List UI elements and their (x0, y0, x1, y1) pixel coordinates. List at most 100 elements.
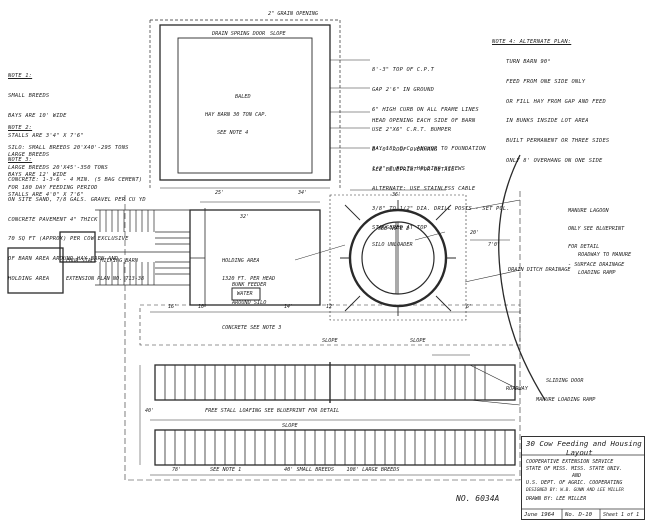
spec-line: Use 2"x6" C.R.T. Bumper (372, 126, 452, 133)
parlor-line: Four Stall Milking Barn (66, 258, 138, 264)
slope-label-bottom: Slope (282, 423, 298, 429)
spec-line: Gap 2'6" In Ground (372, 86, 435, 93)
dim-36: 36' (392, 192, 402, 198)
roadway-lagoon-line: Roadway To Manure (578, 252, 632, 258)
note-1-line: Bays Are 12' Wide (8, 172, 67, 179)
note-1-line: Stalls Are 3'4" X 7'6" (8, 132, 84, 139)
roadway-label: Roadway (506, 386, 528, 392)
note-4-line: Or Fill Hay From Gap And Feed (506, 98, 606, 105)
dim-16: 16' (168, 304, 178, 310)
silo-radial-marks (340, 200, 456, 316)
note-1-line: Small Breeds (8, 92, 50, 99)
note-1-line: Stalls Are 4'0" X 7'6" (8, 191, 84, 198)
designed-by: Designed By: W.B. Gunn and Lee Miller (526, 488, 624, 493)
concrete-note-label: Concrete See Note 3 (222, 325, 282, 331)
note-3-heading: Note 3: (8, 157, 33, 164)
note-4-line: Turn Barn 90° (506, 58, 551, 65)
bunk-feeder-line: Around Silo (232, 300, 267, 306)
dimension-lines (139, 59, 520, 476)
lot-boundary (124, 190, 521, 481)
title-block: 30 Cow Feeding and Housing Layout Cooper… (521, 436, 645, 520)
note-2-line: For 180 Day Feeding Period (8, 184, 98, 191)
org-line-2: State of Miss. Miss. State Univ. (526, 466, 623, 472)
spec-line: 8'-3" Top Of C.P.T (372, 67, 435, 74)
see-note-2-label: See Note 2 (378, 226, 410, 232)
note-1: Note 1: Small Breeds Bays Are 10' Wide S… (8, 60, 84, 205)
see-note-1-label: See Note 1 (210, 467, 242, 473)
parlor-label: Four Stall Milking Barn Extension Plan N… (66, 246, 144, 288)
free-stall-dividers (164, 362, 506, 465)
org-line-4: U.S. Dept. of Agric. Cooperating (526, 480, 623, 486)
slope-label-top: Slope (270, 31, 286, 37)
baled-hay-line: Baled (235, 94, 251, 100)
dim-20: 20' (470, 230, 480, 236)
spec-line: Bay 18" O.C. Anchor To Foundation (372, 146, 486, 153)
milking-barn-outline (59, 231, 96, 263)
milk-room (7, 247, 64, 294)
note-4: Note 4: Alternate Plan: Turn Barn 90° Fe… (492, 26, 609, 171)
roadway-lagoon-label: Roadway To Manure Loading Ramp (578, 240, 631, 282)
barn-specifications: 8'-3" Top Of C.P.T Gap 2'6" In Ground 6"… (372, 54, 510, 239)
slope-label-mid: Slope (322, 338, 338, 344)
dim-14: 14' (284, 304, 294, 310)
hay-barn-inner (177, 37, 313, 174)
parlor-stalls (99, 210, 190, 285)
silo-unloader-label: Silo Unloader (372, 242, 413, 248)
manure-ramp-label: Manure Loading Ramp (536, 397, 596, 403)
note-2-heading: Note 2: (8, 125, 33, 132)
org-line-3: And (572, 473, 582, 479)
grain-opening-label: 2" Grain Opening (268, 11, 318, 17)
holding-area-line: Holding Area (222, 258, 260, 264)
manure-lagoon-line: - Surface Drainage (568, 262, 625, 268)
holding-area-label: Holding Area 1320 Ft. Per Head (222, 246, 275, 288)
spec-line: 6" High Curb On All Frame Lines (372, 106, 479, 113)
note-3-line: Holding Area (8, 275, 50, 282)
spec-line: 1/2" Ø Bolts Holding Screws (372, 166, 466, 173)
drawing-number: No. 6034A (456, 494, 500, 503)
slope-label-right: Slope (410, 338, 426, 344)
note-3-line: Of Barn Area Around Hay Barn And (8, 256, 119, 263)
silo-area-frame (329, 194, 467, 321)
note-4-heading: Note 4: Alternate Plan: (492, 39, 572, 46)
dim-78: 78' (172, 467, 182, 473)
note-1-heading: Note 1: (8, 73, 33, 80)
dim-10: 10' (198, 304, 208, 310)
roadway-lagoon-line: Loading Ramp (578, 270, 616, 276)
note-3-line: Concrete Pavement 4" Thick (8, 216, 98, 223)
dim-25: 25' (215, 190, 225, 196)
roof-overhang-line: 8'-0" Roof Overhang (372, 147, 438, 154)
note-2-line: Silo: Small Breeds 20'x40'-295 Tons (8, 144, 129, 151)
silo-feeder-lines (395, 222, 399, 294)
drainage-area-label: Drain Spring Door (212, 31, 266, 37)
note-3-line: 70 Sq Ft (Approx) Per Cow Exclusive (8, 236, 129, 243)
parlor-line: Extension Plan No. 713-38 (66, 276, 145, 282)
title-line-2: Layout (566, 448, 593, 457)
parlor-stall-hatching (95, 209, 190, 286)
note-1-line: Large Breeds (8, 152, 50, 159)
roof-overhang-line: See Blueprint For Detail (372, 166, 455, 173)
note-2-line: Large Breeds 20'x45'-350 Tons (8, 164, 108, 171)
dim-34: 34' (298, 190, 308, 196)
spec-line: 3/8" To 1/2" Dia. Drill Posts - Set Pol. (372, 205, 510, 212)
roof-overhang-note: 8'-0" Roof Overhang See Blueprint For De… (372, 134, 455, 180)
spec-line: Staggered At Top (372, 225, 428, 232)
hay-barn-outline (159, 24, 331, 181)
note-3: Note 3: Concrete: 1-3-6 - 4 Min. (5 Bag … (8, 144, 146, 289)
dim-32: 32' (240, 214, 250, 220)
drawn-by: Drawn By: Lee Miller (526, 496, 587, 502)
manure-lagoon-line: Manure Lagoon (568, 208, 609, 214)
breeds-dimension-label: 40' Small Breeds 108' Large Breeds (284, 467, 400, 473)
free-stall-label: Free Stall Loafing See Blueprint For Det… (205, 408, 340, 414)
water-label: Water (237, 291, 253, 297)
baled-hay-line: Hay Barn 30 Ton Cap. (205, 112, 268, 118)
barn-roof-overhang (149, 19, 341, 188)
note-4-line: Built Permanent Or Three Sides (506, 138, 610, 145)
note-4-line: In Bunks Inside Lot Area (506, 118, 589, 125)
dim-12: 12' (326, 304, 336, 310)
note-3-line: On Site Sand, 7/8 Gals. Gravel Per Cu Yd (8, 196, 146, 203)
baled-hay-line: See Note 4 (217, 130, 249, 136)
sliding-door-label: Sliding Door (546, 378, 584, 384)
roadway-lines (464, 199, 521, 406)
spec-line: Alternate: Use Stainless Cable (372, 185, 476, 192)
